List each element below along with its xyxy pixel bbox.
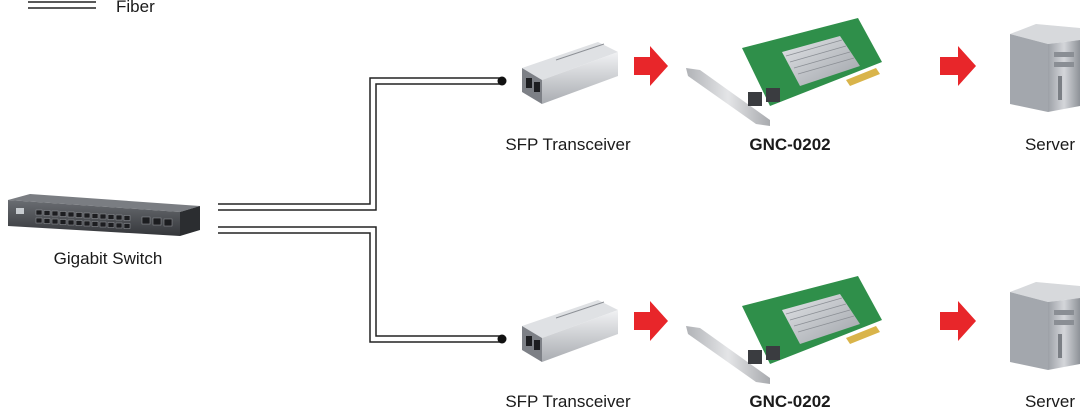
sfp-transceiver: SFP Transceiver <box>505 300 631 410</box>
switch-label: Gigabit Switch <box>54 249 163 268</box>
fiber-connector-dot <box>497 334 507 344</box>
switch-side-face <box>180 206 200 236</box>
nic-bracket <box>686 326 770 384</box>
server: Server <box>1010 282 1080 410</box>
sfp-label: SFP Transceiver <box>505 135 631 154</box>
red-arrow <box>940 301 976 341</box>
red-arrow <box>634 301 668 341</box>
sfp-transceiver: SFP Transceiver <box>505 42 631 154</box>
network-card: GNC-0202 <box>686 276 882 410</box>
server: Server <box>1010 24 1080 154</box>
switch-top-face <box>8 194 200 212</box>
network-card: GNC-0202 <box>686 18 882 154</box>
fiber-cable-bottom <box>218 226 500 343</box>
nic-heatsink <box>782 294 860 344</box>
switch-ports <box>35 209 173 229</box>
row-bottom: SFP Transceiver GNC-0202 Server <box>505 276 1080 410</box>
switch-logo <box>16 208 24 214</box>
nic-label: GNC-0202 <box>749 392 830 410</box>
legend: Fiber <box>28 0 155 16</box>
server-label: Server <box>1025 392 1075 410</box>
nic-label: GNC-0202 <box>749 135 830 154</box>
nic-bracket <box>686 68 770 126</box>
fiber-cable-top <box>218 77 500 211</box>
sfp-label: SFP Transceiver <box>505 392 631 410</box>
nic-gold-fingers <box>846 68 880 86</box>
red-arrow <box>940 46 976 86</box>
nic-heatsink <box>782 36 860 86</box>
legend-fiber-label: Fiber <box>116 0 155 16</box>
gigabit-switch: Gigabit Switch <box>8 194 200 268</box>
row-top: SFP Transceiver GNC-0202 Server <box>505 18 1080 154</box>
fiber-connector-dot <box>497 76 507 86</box>
red-arrow <box>634 46 668 86</box>
server-label: Server <box>1025 135 1075 154</box>
nic-gold-fingers <box>846 326 880 344</box>
